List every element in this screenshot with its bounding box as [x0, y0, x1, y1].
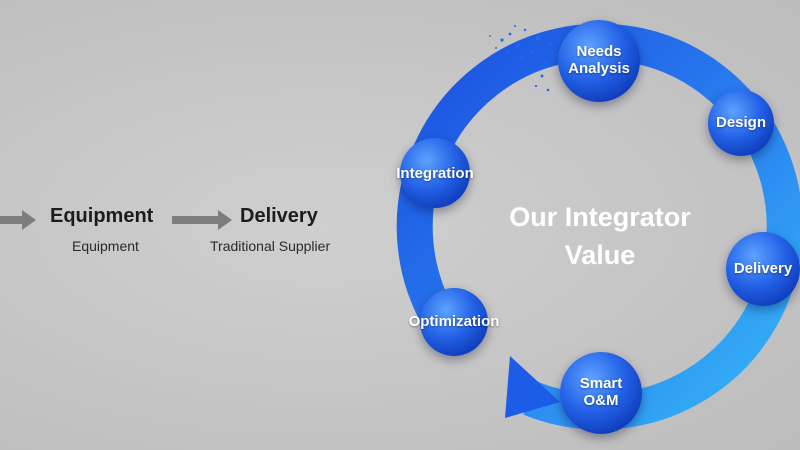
node-label-line: Needs [576, 43, 622, 60]
traditional-supplier-label: Traditional Supplier [210, 238, 331, 254]
sparkle-particles [489, 25, 558, 92]
traditional-flow: Equipment Equipment Delivery Traditional… [0, 195, 370, 265]
node-optimization [420, 288, 488, 356]
node-smart-om [560, 352, 642, 434]
node-label-line: Delivery [733, 260, 793, 277]
node-integration-label: Integration [375, 165, 495, 182]
node-label-line: Integration [396, 165, 474, 182]
node-needs-analysis-label: Needs Analysis [558, 43, 640, 77]
cycle-arrowhead-icon [505, 356, 560, 418]
integrator-cycle: Our Integrator Value Needs Analysis Desi… [360, 0, 800, 450]
node-label-line: Analysis [568, 60, 630, 77]
node-design-label: Design [708, 114, 774, 131]
node-label-line: Design [715, 114, 766, 131]
node-label-line: O&M [583, 392, 619, 409]
center-line-1: Our Integrator [509, 202, 691, 232]
delivery-title: Delivery [240, 205, 318, 227]
node-label-line: Optimization [408, 313, 500, 330]
node-needs-analysis [558, 20, 640, 102]
node-delivery [726, 232, 800, 306]
node-label-line: Smart [579, 375, 623, 392]
center-line-2: Value [564, 240, 636, 270]
flow-arrow-icon [172, 210, 232, 230]
equipment-subtitle: Equipment [72, 238, 139, 254]
center-value-label: Our Integrator Value [480, 198, 720, 274]
node-design [708, 90, 774, 156]
node-integration [400, 138, 470, 208]
node-delivery-label: Delivery [722, 260, 800, 277]
flow-arrow-icon [0, 210, 36, 230]
node-optimization-label: Optimization [394, 313, 514, 330]
equipment-title: Equipment [50, 205, 154, 227]
node-smart-om-label: Smart O&M [560, 375, 642, 409]
